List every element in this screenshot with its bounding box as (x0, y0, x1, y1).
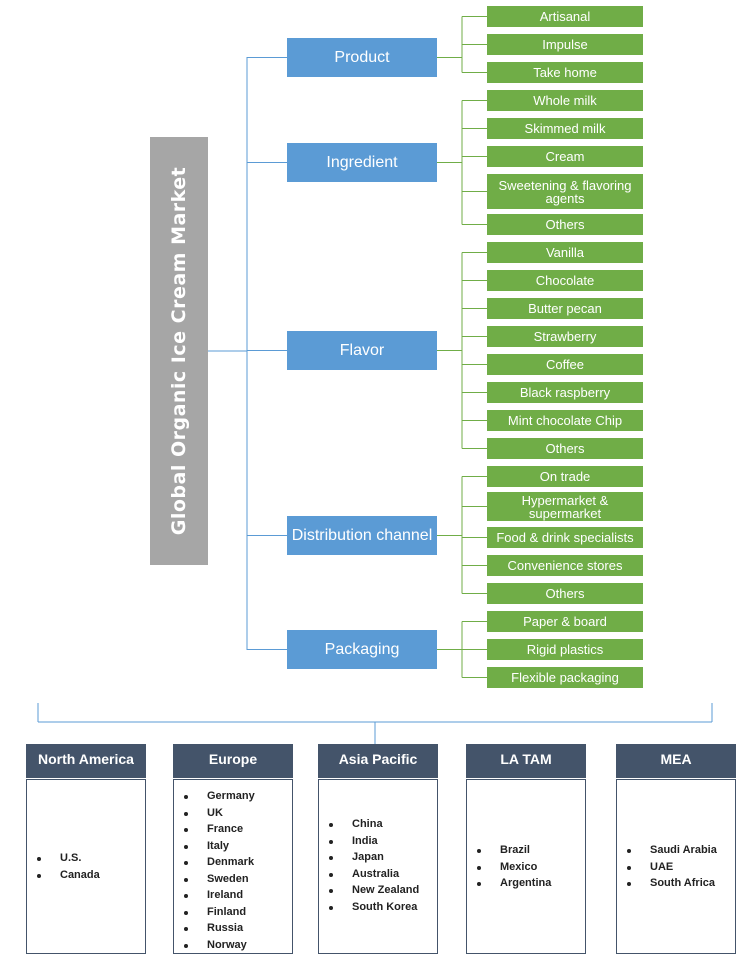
item-others: Others (487, 214, 643, 235)
country-south-africa: South Africa (625, 875, 731, 892)
region-country-panel: U.S.Canada (26, 779, 146, 954)
country-sweden: Sweden (182, 871, 288, 888)
country-australia: Australia (327, 866, 433, 883)
item-take-home: Take home (487, 62, 643, 83)
country-new-zealand: New Zealand (327, 882, 433, 899)
category-distribution-channel: Distribution channel (287, 516, 437, 555)
item-skimmed-milk: Skimmed milk (487, 118, 643, 139)
category-flavor: Flavor (287, 331, 437, 370)
country-italy: Italy (182, 838, 288, 855)
item-food-and-drink-specialists: Food & drink specialists (487, 527, 643, 548)
category-product: Product (287, 38, 437, 77)
region-header: North America (26, 744, 146, 778)
country-ireland: Ireland (182, 887, 288, 904)
region-header: LA TAM (466, 744, 586, 778)
item-cream: Cream (487, 146, 643, 167)
region-header: Asia Pacific (318, 744, 438, 778)
item-vanilla: Vanilla (487, 242, 643, 263)
item-sweetening-and-flavoring-agents: Sweetening & flavoring agents (487, 174, 643, 209)
country-germany: Germany (182, 788, 288, 805)
item-coffee: Coffee (487, 354, 643, 375)
country-argentina: Argentina (475, 875, 581, 892)
country-uae: UAE (625, 859, 731, 876)
country-mexico: Mexico (475, 859, 581, 876)
item-rigid-plastics: Rigid plastics (487, 639, 643, 660)
region-header: Europe (173, 744, 293, 778)
country-france: France (182, 821, 288, 838)
category-packaging: Packaging (287, 630, 437, 669)
item-chocolate: Chocolate (487, 270, 643, 291)
country-list: U.S.Canada (35, 850, 141, 883)
item-others: Others (487, 583, 643, 604)
country-japan: Japan (327, 849, 433, 866)
item-whole-milk: Whole milk (487, 90, 643, 111)
item-artisanal: Artisanal (487, 6, 643, 27)
country-uk: UK (182, 805, 288, 822)
country-u-s: U.S. (35, 850, 141, 867)
country-south-korea: South Korea (327, 899, 433, 916)
item-mint-chocolate-chip: Mint chocolate Chip (487, 410, 643, 431)
item-black-raspberry: Black raspberry (487, 382, 643, 403)
item-strawberry: Strawberry (487, 326, 643, 347)
item-paper-and-board: Paper & board (487, 611, 643, 632)
country-denmark: Denmark (182, 854, 288, 871)
country-norway: Norway (182, 937, 288, 954)
item-convenience-stores: Convenience stores (487, 555, 643, 576)
country-brazil: Brazil (475, 842, 581, 859)
item-flexible-packaging: Flexible packaging (487, 667, 643, 688)
category-ingredient: Ingredient (287, 143, 437, 182)
item-impulse: Impulse (487, 34, 643, 55)
item-on-trade: On trade (487, 466, 643, 487)
country-india: India (327, 833, 433, 850)
item-others: Others (487, 438, 643, 459)
region-header: MEA (616, 744, 736, 778)
country-finland: Finland (182, 904, 288, 921)
root-title: Global Organic Ice Cream Market (168, 166, 190, 536)
country-saudi-arabia: Saudi Arabia (625, 842, 731, 859)
country-russia: Russia (182, 920, 288, 937)
country-canada: Canada (35, 867, 141, 884)
root-node: Global Organic Ice Cream Market (150, 137, 208, 565)
country-china: China (327, 816, 433, 833)
item-hypermarket-and-supermarket: Hypermarket & supermarket (487, 492, 643, 521)
item-butter-pecan: Butter pecan (487, 298, 643, 319)
